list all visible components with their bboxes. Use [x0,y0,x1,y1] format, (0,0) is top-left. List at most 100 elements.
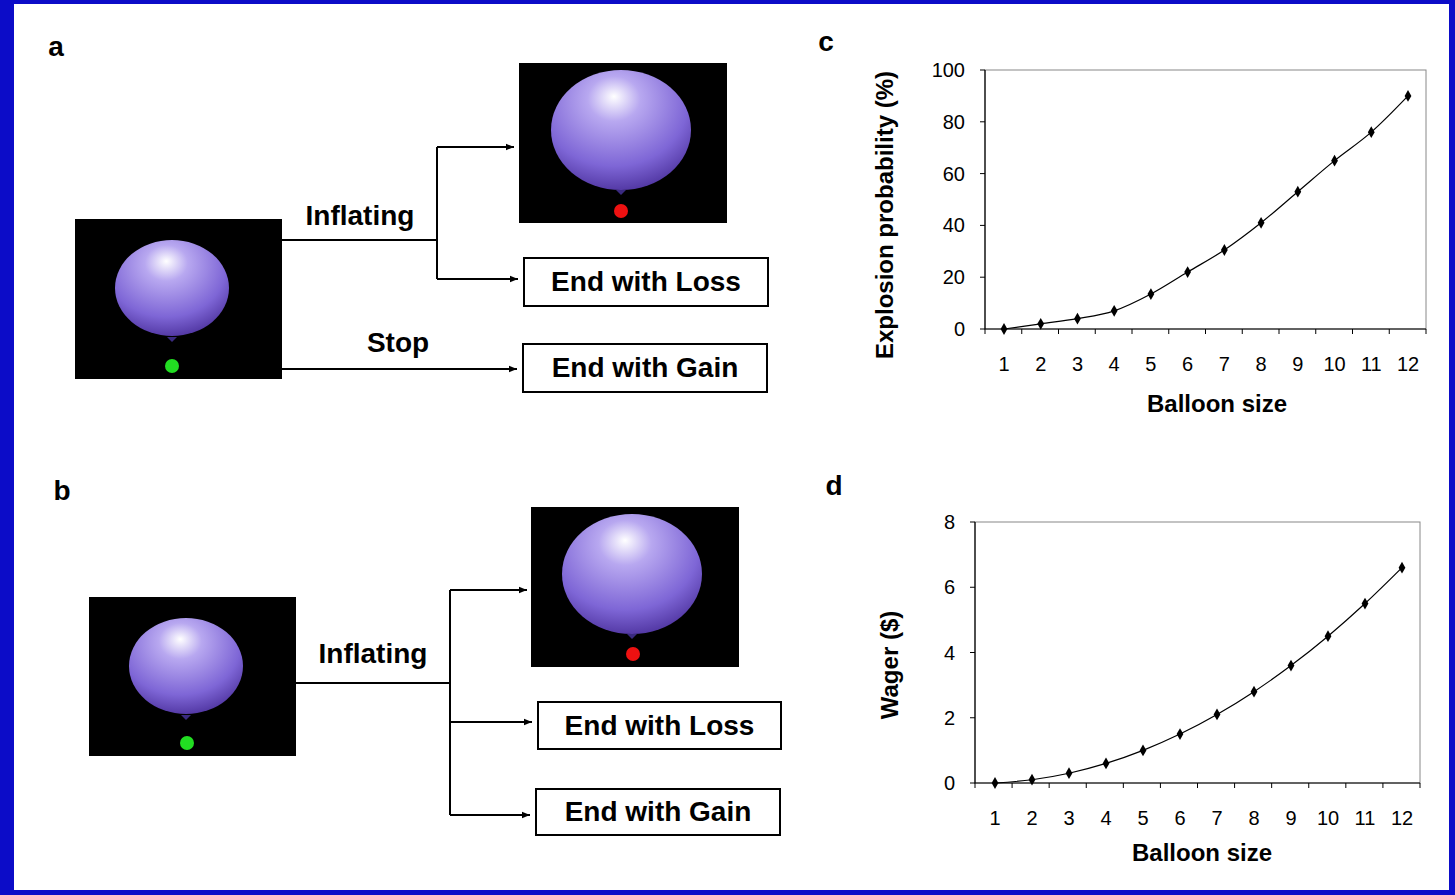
y-tick [970,717,975,718]
data-marker [1288,660,1295,672]
x-tick-label: 1 [998,354,1009,374]
x-tick [1382,783,1383,788]
axis-line [975,522,1420,783]
flow-line [282,239,437,241]
y-tick-label: 100 [932,60,965,80]
x-tick-label: 6 [1182,354,1193,374]
outcome-text: End with Gain [552,352,739,384]
data-marker [1103,758,1110,770]
x-tick [1420,783,1421,788]
flow-arrow [437,278,518,280]
balloon-knot [627,634,637,639]
y-tick [980,70,985,71]
y-tick-label: 4 [944,643,955,663]
x-tick [1271,783,1272,788]
x-tick [1315,329,1316,334]
x-tick-label: 1 [989,808,1000,828]
flow-arrow [437,146,514,148]
x-tick [1021,329,1022,334]
x-tick-label: 2 [1035,354,1046,374]
data-line [1004,96,1408,329]
data-marker [1037,318,1044,330]
x-tick [1345,783,1346,788]
data-marker [1294,186,1301,198]
y-tick [980,121,985,122]
x-tick-label: 7 [1219,354,1230,374]
outcome-box: End with Gain [522,343,768,393]
x-tick-label: 5 [1145,354,1156,374]
x-tick [1132,329,1133,334]
x-tick-label: 12 [1391,808,1413,828]
flow-line [296,682,450,684]
data-marker [992,777,999,789]
balloon [562,514,702,634]
y-tick-label: 6 [944,577,955,597]
x-tick [1205,329,1206,334]
y-tick [970,783,975,784]
data-marker [1258,217,1265,229]
y-tick [980,329,985,330]
x-tick [975,783,976,788]
x-tick [1308,783,1309,788]
y-tick-label: 2 [944,708,955,728]
x-tick-label: 8 [1256,354,1267,374]
x-tick [1426,329,1427,334]
branch-label: Stop [367,329,429,357]
flow-arrow [450,721,532,723]
screen-image [531,507,739,667]
data-marker [1362,598,1369,610]
plot-frame [985,70,1426,329]
flow-arrow [450,814,530,816]
red-light [626,647,640,661]
data-marker [1251,686,1258,698]
x-tick-label: 8 [1248,808,1259,828]
x-tick-label: 12 [1397,354,1419,374]
x-tick-label: 4 [1100,808,1111,828]
data-marker [1331,155,1338,167]
chart [980,70,1426,335]
balloon-knot [181,715,191,720]
axis-title: Balloon size [1132,841,1272,865]
slide-panel [14,4,1449,890]
data-marker [1111,305,1118,317]
y-tick-label: 60 [943,164,965,184]
y-tick [980,173,985,174]
outcome-text: End with Loss [551,266,741,298]
flow-arrow [450,589,527,591]
y-tick [970,522,975,523]
balloon [129,618,243,714]
balloon [115,240,229,336]
red-light [614,204,628,218]
data-marker [1074,313,1081,325]
data-line [995,568,1402,783]
x-tick [1352,329,1353,334]
balloon-knot [616,190,626,195]
x-tick-label: 11 [1361,354,1382,374]
x-tick-label: 5 [1137,808,1148,828]
screen-image [519,63,727,223]
x-tick [1049,783,1050,788]
plot-frame [975,522,1420,783]
data-marker [1368,126,1375,138]
flow-line [436,147,438,279]
x-tick-label: 9 [1285,808,1296,828]
x-tick [985,329,986,334]
y-tick-label: 40 [943,215,965,235]
axis-title: Balloon size [1147,392,1287,416]
data-marker [1325,630,1332,642]
y-tick [970,652,975,653]
flow-arrow [282,368,517,370]
x-tick [1389,329,1390,334]
x-tick-label: 2 [1026,808,1037,828]
x-tick-label: 10 [1317,808,1339,828]
outcome-text: End with Gain [565,796,752,828]
green-light [165,359,179,373]
data-marker [1140,744,1147,756]
x-tick [1234,783,1235,788]
data-marker [1221,244,1228,256]
screen-image [75,219,282,379]
x-tick [1279,329,1280,334]
data-marker [1214,709,1221,721]
x-tick [1086,783,1087,788]
